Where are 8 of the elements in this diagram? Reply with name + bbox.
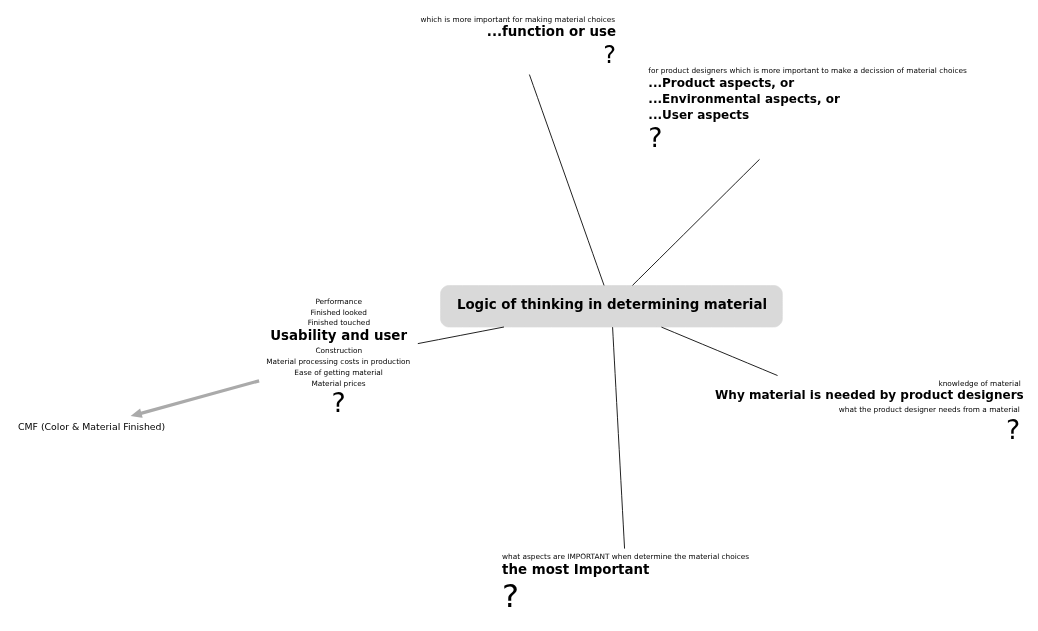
- arrow: [130, 378, 260, 418]
- node-text: CMF (Color & Material Finished): [17, 420, 166, 432]
- connector: [528, 73, 605, 286]
- connector: [612, 326, 625, 549]
- connector: [632, 158, 760, 286]
- node-box: Logic of thinking in determining material: [440, 284, 783, 327]
- connector: [417, 326, 505, 344]
- connector: [661, 326, 778, 376]
